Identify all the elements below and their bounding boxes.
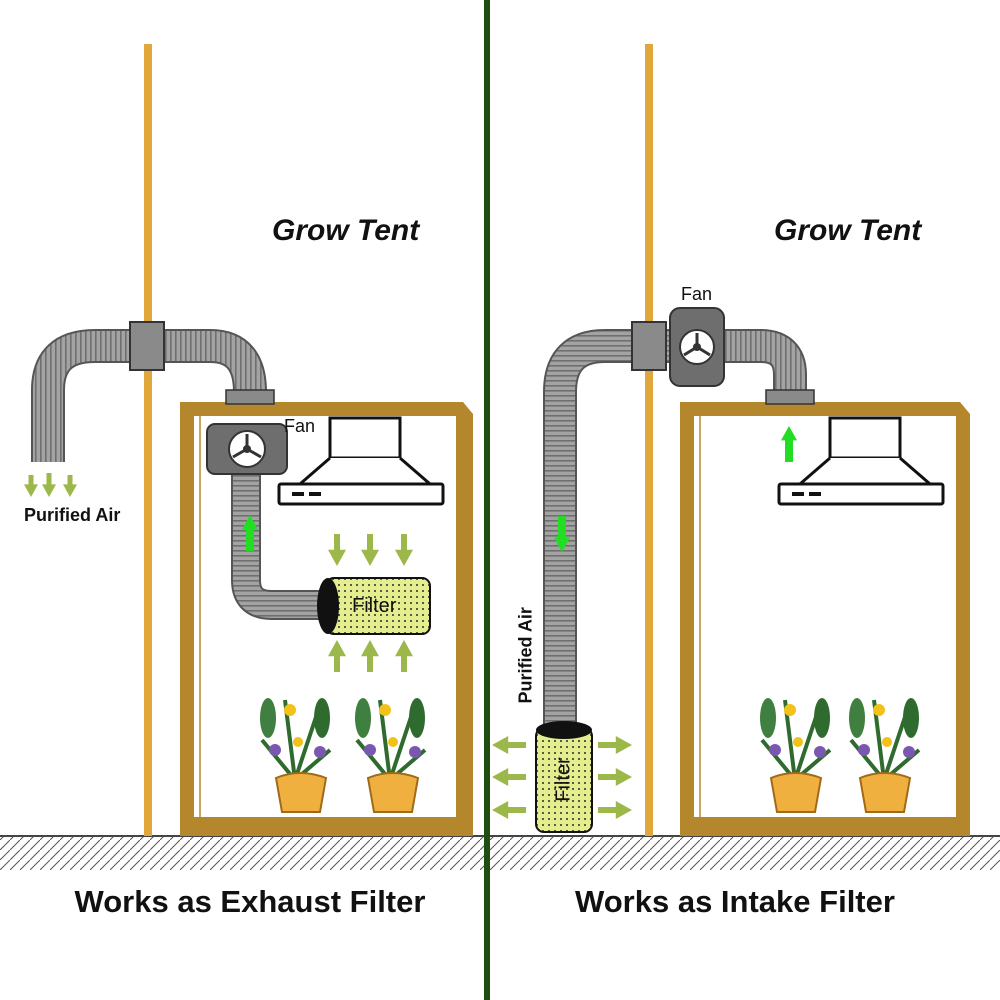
arrow-into-filter-bottom-3 bbox=[395, 640, 413, 672]
right-plant-2 bbox=[849, 698, 921, 813]
right-purified-air-label: Purified Air bbox=[515, 607, 536, 704]
arrow-into-filter-bottom-2 bbox=[361, 640, 379, 672]
arrow-filter-out-left-1 bbox=[492, 736, 526, 754]
arrow-purified-down-left bbox=[24, 475, 38, 497]
arrow-filter-out-right-1 bbox=[598, 736, 632, 754]
arrow-layer bbox=[24, 426, 797, 819]
left-fan-label: Fan bbox=[284, 416, 316, 436]
right-fan-label: Fan bbox=[681, 284, 713, 304]
left-fan bbox=[206, 423, 288, 475]
left-pole bbox=[144, 44, 152, 836]
arrow-into-tent-up bbox=[781, 426, 797, 462]
arrow-into-filter-top-1 bbox=[328, 534, 346, 566]
arrow-filter-out-left-2 bbox=[492, 768, 526, 786]
arrow-into-filter-top-2 bbox=[361, 534, 379, 566]
right-pole bbox=[645, 44, 653, 836]
left-filter bbox=[317, 577, 431, 635]
left-range-hood bbox=[277, 416, 445, 506]
left-duct bbox=[31, 321, 322, 620]
left-plant-1 bbox=[260, 698, 332, 813]
right-duct bbox=[543, 321, 815, 730]
arrow-filter-out-right-3 bbox=[598, 801, 632, 819]
left-grow-tent-title: Grow Tent bbox=[272, 214, 420, 247]
right-caption: Works as Intake Filter bbox=[575, 884, 895, 919]
right-grow-tent-title: Grow Tent bbox=[774, 214, 922, 247]
ground-hatch bbox=[0, 836, 1000, 870]
arrow-purified-down-right bbox=[63, 475, 77, 497]
center-divider bbox=[484, 0, 490, 1000]
right-filter bbox=[535, 721, 593, 833]
arrow-duct-flow-down bbox=[554, 516, 570, 552]
right-filter-label: Filter bbox=[552, 757, 575, 802]
left-purified-air-label: Purified Air bbox=[24, 505, 121, 525]
arrow-into-filter-top-3 bbox=[395, 534, 413, 566]
arrow-into-filter-bottom-1 bbox=[328, 640, 346, 672]
left-plant-2 bbox=[355, 698, 427, 813]
arrow-filter-out-left-3 bbox=[492, 801, 526, 819]
right-range-hood bbox=[777, 416, 945, 506]
left-filter-label: Filter bbox=[352, 595, 397, 617]
arrow-purified-down-mid bbox=[42, 473, 56, 497]
right-plant-1 bbox=[760, 698, 832, 813]
arrow-duct-flow-up bbox=[242, 515, 258, 551]
right-fan bbox=[669, 307, 725, 387]
arrow-filter-out-right-2 bbox=[598, 768, 632, 786]
left-caption: Works as Exhaust Filter bbox=[74, 884, 426, 919]
